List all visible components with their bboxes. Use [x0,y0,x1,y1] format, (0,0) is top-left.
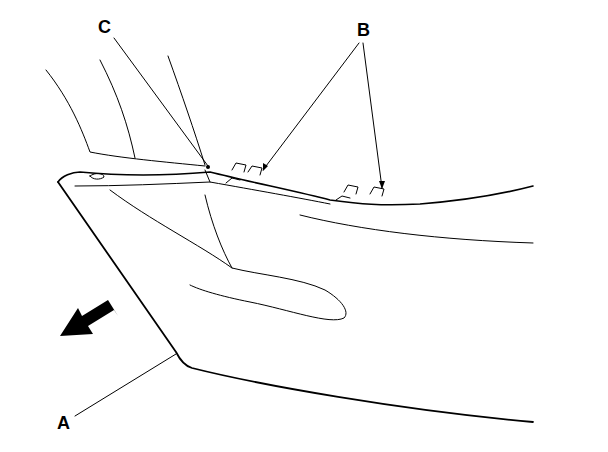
clip [344,185,384,196]
leader-arrowhead [263,163,268,171]
direction-arrow [60,300,118,336]
leader-line [263,43,359,170]
bumper-recess [110,190,346,320]
bumper-outer-edge [58,182,533,422]
leader-line [75,354,176,416]
hood-line [168,56,205,165]
bumper-top-edge [58,172,533,205]
clip [232,163,262,175]
bumper-contour [300,215,533,243]
leader-line [363,43,382,188]
hood-line [46,70,205,166]
callout-letter: C [98,18,111,36]
bumper-recess [205,195,232,268]
callout-letter: B [357,21,370,39]
leader-arrowhead [379,181,385,189]
bumper-flange [205,170,210,182]
hood-line [100,60,135,158]
mounting-hole [90,173,104,179]
leader-dot [206,165,210,169]
clip [336,196,350,200]
callout-letter: A [57,414,70,432]
leader-line [114,38,208,166]
clip [226,178,240,183]
